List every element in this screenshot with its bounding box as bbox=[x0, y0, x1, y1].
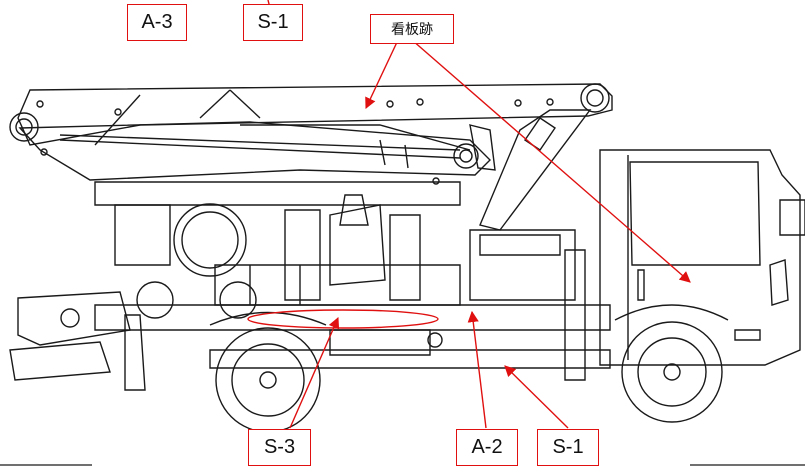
lower-boom bbox=[18, 121, 491, 181]
label-a2-bottom: A-2 bbox=[456, 429, 518, 466]
rear-outrigger bbox=[124, 314, 146, 391]
truck-outline bbox=[9, 83, 805, 433]
hopper-wheel-left bbox=[173, 203, 247, 277]
signboard-arrow-cab bbox=[411, 39, 691, 283]
control-box bbox=[114, 204, 171, 266]
signboard-arrow-boom bbox=[365, 39, 399, 110]
s3-leader bbox=[289, 316, 340, 429]
chassis-frame bbox=[94, 304, 611, 331]
rear-hopper bbox=[17, 291, 131, 346]
truck-cab bbox=[599, 149, 801, 366]
label-s3-bottom: S-3 bbox=[248, 429, 311, 466]
front-wheel bbox=[621, 321, 723, 423]
label-s1-bottom: S-1 bbox=[537, 429, 599, 466]
support-arm bbox=[479, 109, 592, 231]
a2-leader bbox=[467, 310, 487, 429]
label-a3-top: A-3 bbox=[127, 4, 187, 41]
operator-seat bbox=[329, 204, 386, 286]
boom-pivot-pin bbox=[580, 83, 610, 113]
s3-highlight-ellipse bbox=[247, 309, 439, 329]
lower-boom-pin bbox=[453, 143, 479, 169]
callouts bbox=[247, 0, 691, 429]
label-signboard: 看板跡 bbox=[370, 14, 454, 44]
s1-bottom-leader bbox=[504, 365, 569, 429]
front-outrigger bbox=[564, 249, 586, 381]
label-s1-top: S-1 bbox=[243, 4, 303, 41]
upper-boom bbox=[17, 83, 613, 146]
cab-window bbox=[629, 161, 761, 266]
